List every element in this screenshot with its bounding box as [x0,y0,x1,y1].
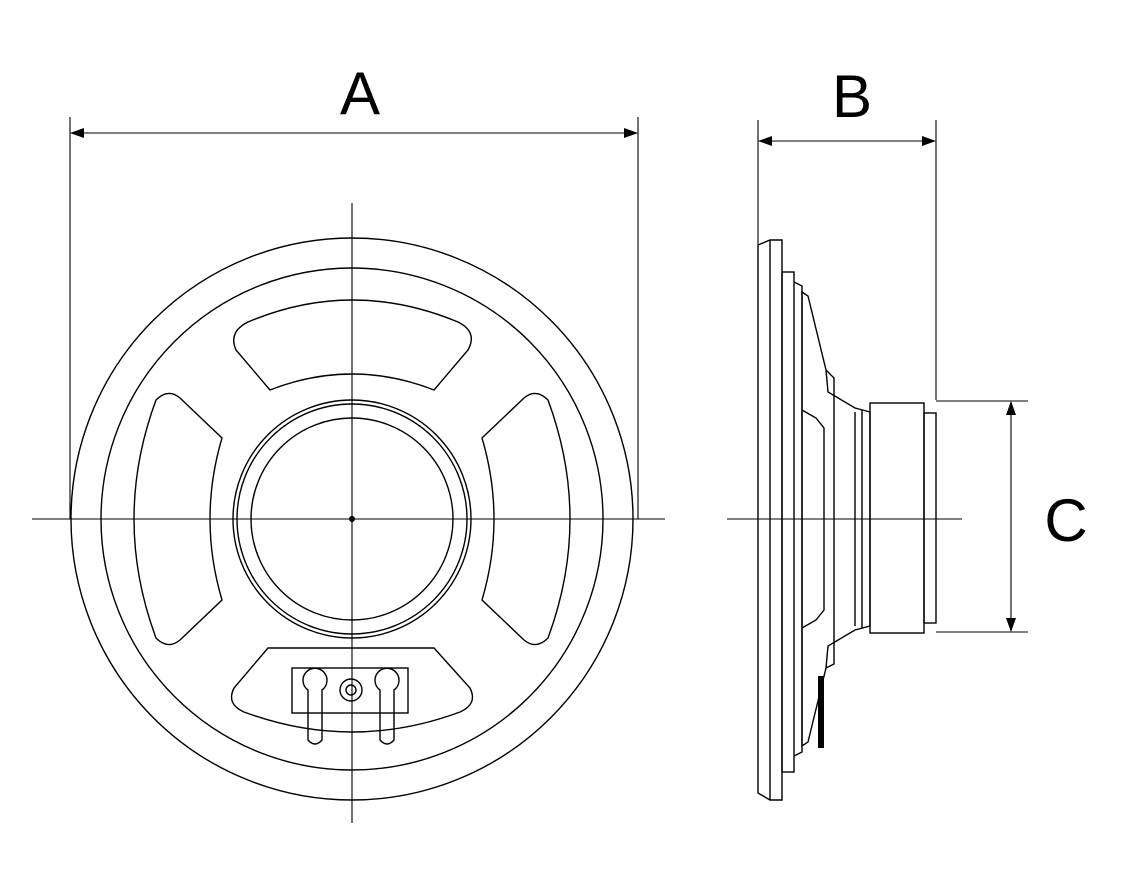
frame-window-left [133,392,223,646]
dimension-c-label: C [1044,487,1087,554]
frame-window-bottom [230,647,474,733]
frame-window-right [481,392,571,646]
dimension-a-label: A [340,60,380,127]
side-frame-ring [781,271,795,773]
inner-rim-circle [100,267,604,771]
surround-mid-circle [236,403,468,635]
surround-outer-circle [232,399,472,639]
terminal-left [302,667,328,745]
terminal-strip [291,667,409,714]
dimension-b-label: B [832,63,872,130]
dimension-b: B [757,63,937,400]
side-basket-rib [825,369,835,669]
dimension-a: A [69,60,639,519]
side-magnet [869,402,925,634]
outer-rim-circle [70,237,634,801]
side-magnet-plate [923,412,937,624]
terminal-center-hole [345,684,357,696]
terminal-center-ring [339,678,363,702]
cone-circle [250,417,454,621]
side-cone-profile [801,409,825,629]
center-dot [349,516,355,522]
frame-window-top [233,299,472,391]
dimension-c: C [936,400,1088,633]
terminal-right [374,667,400,745]
side-view [727,239,962,801]
side-terminal-lead [818,676,824,748]
front-view [32,203,665,823]
